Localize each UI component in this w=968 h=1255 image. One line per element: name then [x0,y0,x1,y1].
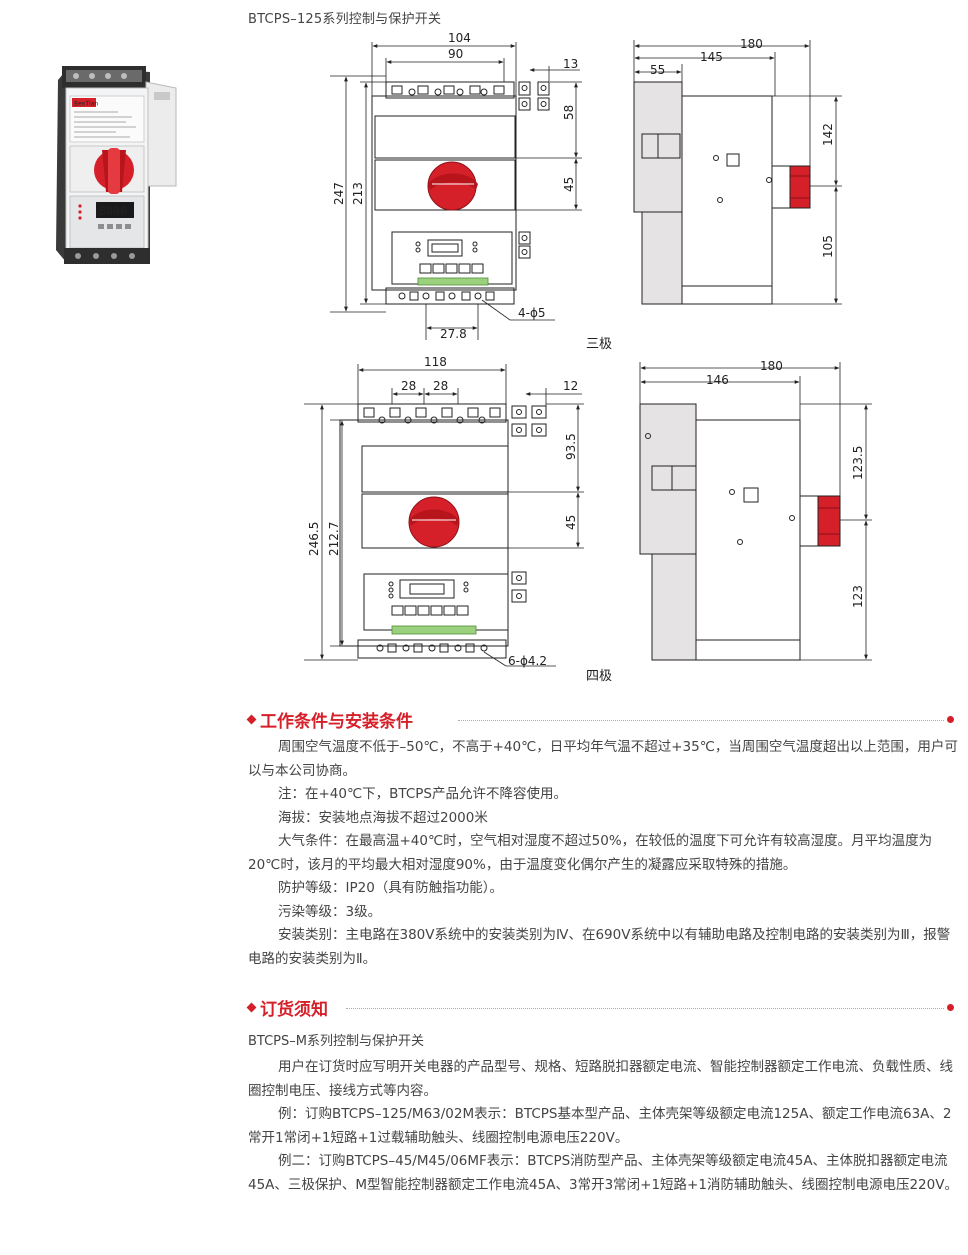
dim-145: 145 [700,50,723,64]
four-pole-front-view [339,403,547,659]
conditions-paragraph: 海拔：安装地点海拔不超过2000米 [278,809,488,826]
side-knob-four-pole [817,495,841,547]
conditions-paragraph: 防护等级：IP20（具有防触指功能）。 [278,880,504,896]
dim-holes-4: 4-ϕ5 [518,306,546,320]
conditions-paragraph: 安装类别：主电路在380V系统中的安装类别为Ⅳ、在690V系统中以有辅助电路及控… [248,927,951,967]
ordering-subtitle: BTCPS–M系列控制与保护开关 [248,1034,424,1049]
dotted-rule [346,1008,944,1009]
dim-123: 123 [851,585,865,608]
four-pole-knob [408,496,460,548]
three-pole-knob [427,161,478,211]
conditions-paragraph: 大气条件：在最高温+40℃时，空气相对湿度不超过50%，在较低的温度下可允许有较… [248,833,933,873]
dim-212-7: 212.7 [327,522,341,556]
dim-118: 118 [424,355,447,369]
brand-badge-bg [72,98,96,107]
dim-13: 13 [563,57,578,71]
ordering-body: 用户在订货时应写明开关电器的产品型号、规格、短路脱扣器额定电流、智能控制器额定工… [248,1056,960,1197]
dim-28-b: 28 [433,379,448,393]
dim-45: 45 [562,177,576,192]
dim-142: 142 [821,123,835,146]
three-pole-side-dimensions [633,40,842,305]
four-pole-side-view [639,403,841,661]
dot-end-icon [947,716,954,723]
caption-three-pole: 三极 [586,337,612,352]
photo-display-digits: 8888 [99,205,127,218]
dim-58: 58 [562,105,576,120]
brand-badge: BenTian [74,101,98,108]
dim-180-b: 180 [760,359,783,373]
conditions-paragraph: 注：在+40℃下，BTCPS产品允许不降容使用。 [278,786,568,802]
dim-123-5: 123.5 [851,446,865,480]
dim-55: 55 [650,63,665,77]
rotary-knob-photo [94,148,134,194]
dim-12: 12 [563,379,578,393]
dim-247: 247 [332,182,346,205]
caption-four-pole: 四极 [586,669,612,684]
four-pole-side-dimensions [639,362,872,661]
section-title-conditions: 工作条件与安装条件 [260,712,413,732]
ordering-paragraph: 例：订购BTCPS–125/M63/02M表示：BTCPS基本型产品、主体壳架等… [248,1106,952,1146]
ordering-paragraph: 例二：订购BTCPS–45/M45/06MF表示：BTCPS消防型产品、主体壳架… [248,1153,958,1193]
dim-45-b: 45 [564,515,578,530]
dim-28-a: 28 [401,379,416,393]
dim-146: 146 [706,373,729,387]
dim-213: 213 [351,182,365,205]
side-knob-three-pole [789,165,811,209]
section-header-conditions: 工作条件与安装条件 [246,708,954,732]
dim-180: 180 [740,37,763,51]
section-header-ordering: 订货须知 [246,996,954,1020]
three-pole-front-dimensions [330,42,582,340]
dim-27-8: 27.8 [440,327,467,341]
four-pole-front-dim-labels: 118 28 28 12 246.5 212.7 93.5 45 6-ϕ4.2 … [307,355,612,684]
three-pole-green-connector [417,277,489,286]
three-pole-front-dim-labels: 104 90 13 247 213 58 45 27.8 4-ϕ5 三极 [332,31,612,352]
dim-holes-6: 6-ϕ4.2 [508,654,547,668]
four-pole-front-dimensions [304,364,584,667]
product-photo: BenTian 8888 [56,66,177,264]
conditions-body: 周围空气温度不低于–50℃，不高于+40℃，日平均年气温不超过+35℃，当周围空… [248,736,960,971]
diamond-bullet-icon [246,1002,257,1013]
dot-end-icon [947,1004,954,1011]
three-pole-front-view [371,81,550,305]
conditions-paragraph: 周围空气温度不低于–50℃，不高于+40℃，日平均年气温不超过+35℃，当周围空… [248,739,958,779]
page-title: BTCPS–125系列控制与保护开关 [248,12,442,27]
three-pole-side-view [633,81,811,305]
diamond-bullet-icon [246,714,257,725]
dotted-rule [458,720,944,721]
dim-246-5: 246.5 [307,522,321,556]
dim-93-5: 93.5 [564,433,578,460]
three-pole-side-dim-labels: 180 145 55 142 105 [650,37,835,258]
dim-90: 90 [448,47,463,61]
ordering-paragraph: 用户在订货时应写明开关电器的产品型号、规格、短路脱扣器额定电流、智能控制器额定工… [248,1059,953,1099]
conditions-paragraph: 污染等级：3级。 [278,903,382,920]
drawings-canvas: BenTian 8888 [56,31,872,684]
dim-105: 105 [821,235,835,258]
four-pole-side-dim-labels: 180 146 123.5 123 [706,359,865,608]
section-title-ordering: 订货须知 [260,1000,328,1020]
dim-104: 104 [448,31,471,45]
four-pole-green-connector [391,625,477,635]
